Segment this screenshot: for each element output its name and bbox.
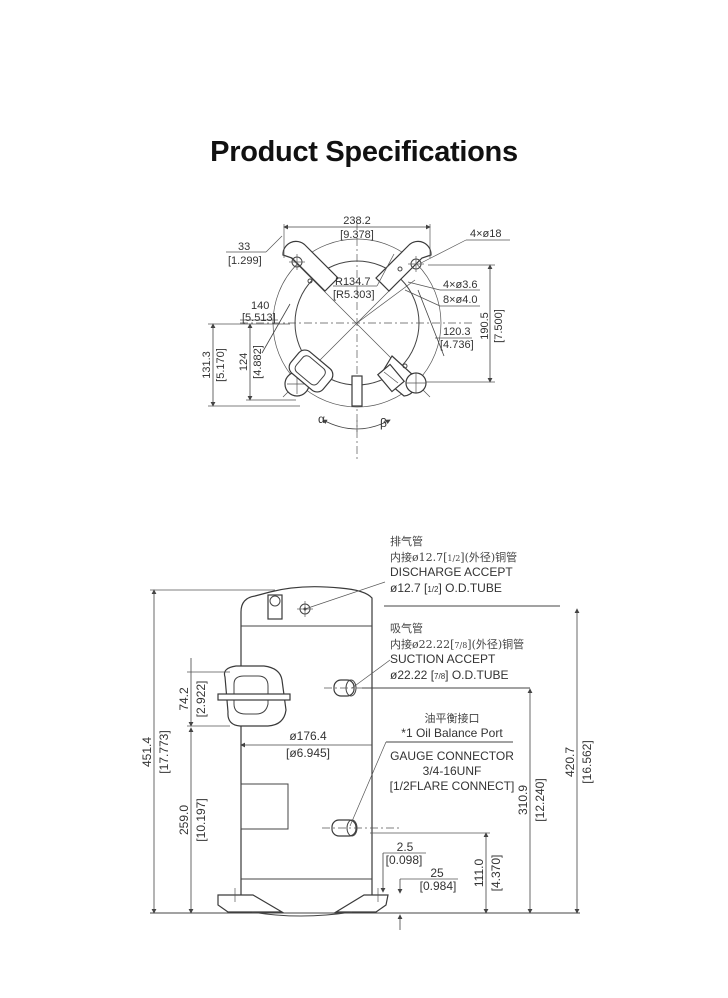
radius-leader: [356, 279, 416, 324]
discharge-en-desc-frac: 1/2: [427, 585, 439, 594]
height-124-mm-label: 124: [238, 353, 250, 371]
width-mm-label: 238.2: [343, 215, 371, 227]
angle-alpha-label: α: [318, 412, 325, 426]
gauge-connector-line2: 3/4-16UNF: [423, 764, 482, 778]
offset-120-in-label: [4.736]: [440, 339, 474, 351]
suction-cn-desc-suffix: ](外径)铜管: [467, 637, 524, 651]
small-holes-a-label: 4×ø3.6: [443, 279, 478, 291]
suction-cn-desc-prefix: 内接ø22.22[: [390, 637, 454, 651]
bracket-width-mm-label: 33: [238, 241, 250, 253]
suction-en-desc-frac: 7/8: [434, 672, 446, 681]
oil-port-height-mm-label: 111.0: [472, 859, 486, 888]
discharge-en-title: DISCHARGE ACCEPT: [390, 565, 513, 579]
bracket-width-in-label: [1.299]: [228, 255, 262, 267]
oil-port-en-title: *1 Oil Balance Port: [401, 726, 503, 740]
mount-bracket-top-right: [375, 240, 432, 292]
offset-140-in-label: [5.513]: [242, 312, 276, 324]
suction-fitting: [324, 679, 370, 697]
foot-thickness-in-label: [0.098]: [386, 853, 423, 867]
discharge-height-mm-label: 420.7: [563, 747, 577, 777]
width-in-label: [9.378]: [340, 229, 374, 241]
suction-en-desc-prefix: ø22.22 [: [390, 668, 435, 682]
radius-in-label: [R5.303]: [333, 289, 375, 301]
discharge-en-desc: ø12.7 [1/2] O.D.TUBE: [390, 581, 502, 595]
diameter-in-label: [ø6.945]: [286, 746, 330, 760]
terminal-box: [217, 665, 291, 727]
mounting-feet: [217, 888, 389, 917]
discharge-cn-desc-prefix: 内接ø12.7[: [390, 550, 447, 564]
suction-cn-desc-frac: 7/8: [454, 641, 467, 650]
radius-mm-label: R134.7: [335, 276, 370, 288]
height-190-mm-label: 190.5: [479, 312, 491, 340]
foot-thickness-mm-label: 2.5: [397, 840, 414, 854]
discharge-lug: [267, 594, 283, 620]
oil-port-height-in-label: [4.370]: [489, 855, 503, 892]
mount-hole-label: 4×ø18: [470, 228, 502, 240]
suction-en-title: SUCTION ACCEPT: [390, 652, 496, 666]
foot-height-in-label: [0.984]: [420, 879, 457, 893]
discharge-cn-desc-suffix: ](外径)铜管: [460, 550, 517, 564]
height-131-in-label: [5.170]: [215, 348, 227, 382]
discharge-height-in-label: [16.562]: [580, 740, 594, 783]
oil-port-fitting: [322, 819, 400, 837]
side-view: 排气管 内接ø12.7[1/2](外径)铜管 DISCHARGE ACCEPT …: [140, 534, 594, 930]
discharge-stub-top: [351, 375, 363, 407]
height-131-mm-label: 131.3: [201, 351, 213, 379]
suction-cn-title: 吸气管: [390, 621, 423, 635]
suction-fitting-top: [376, 363, 406, 393]
foot-height-mm-label: 25: [430, 866, 444, 880]
gauge-connector-line1: GAUGE CONNECTOR: [390, 749, 514, 763]
small-holes-b-label: 8×ø4.0: [443, 294, 478, 306]
page-title: Product Specifications: [210, 136, 518, 168]
top-view: α β 238.2 [9.378] 4×ø18 33 [1.299] R134.…: [201, 215, 510, 460]
suction-height-mm-label: 310.9: [516, 785, 530, 815]
discharge-en-desc-prefix: ø12.7 [: [390, 581, 428, 595]
offset-120-mm-label: 120.3: [443, 326, 471, 338]
terminal-height-mm-label: 74.2: [177, 687, 191, 711]
height-190-in-label: [7.500]: [493, 309, 505, 343]
nameplate: [240, 783, 289, 830]
terminal-height-in-label: [2.922]: [194, 681, 208, 718]
suction-height-in-label: [12.240]: [533, 778, 547, 821]
terminal-base-in-label: [10.197]: [194, 798, 208, 841]
offset-140-mm-label: 140: [251, 300, 269, 312]
suction-en-desc-suffix: ] O.D.TUBE: [445, 668, 508, 682]
suction-cn-desc: 内接ø22.22[7/8](外径)铜管: [390, 637, 524, 651]
discharge-cn-desc-frac: 1/2: [447, 554, 460, 563]
gauge-connector-line3: [1/2FLARE CONNECT]: [390, 779, 515, 793]
oil-port-cn-title: 油平衡接口: [425, 711, 480, 725]
angle-beta-label: β: [380, 416, 387, 430]
terminal-base-mm-label: 259.0: [177, 805, 191, 835]
discharge-cn-title: 排气管: [390, 534, 423, 548]
discharge-cn-desc: 内接ø12.7[1/2](外径)铜管: [390, 550, 517, 564]
mount-bracket-top-left: [282, 240, 339, 292]
total-height-in-label: [17.773]: [157, 730, 171, 773]
height-124-in-label: [4.882]: [252, 345, 264, 379]
total-height-mm-label: 451.4: [140, 737, 154, 767]
suction-en-desc: ø22.22 [7/8] O.D.TUBE: [390, 668, 509, 682]
terminal-box-inner-top: [294, 355, 326, 386]
diameter-mm-label: ø176.4: [289, 729, 327, 743]
discharge-en-desc-suffix: ] O.D.TUBE: [438, 581, 501, 595]
